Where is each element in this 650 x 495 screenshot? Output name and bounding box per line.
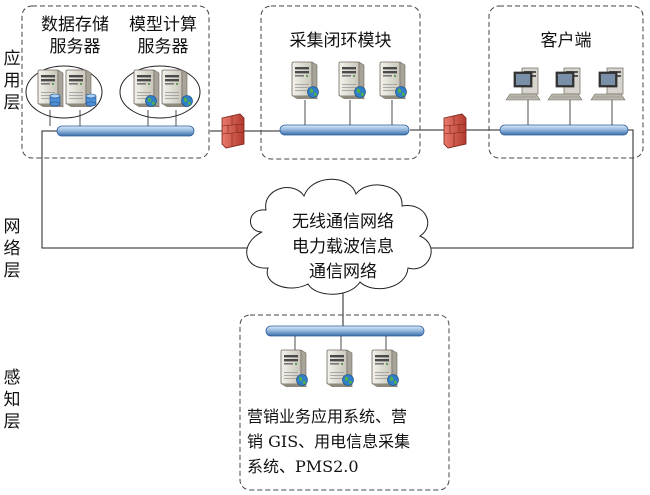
perception-bus <box>265 325 425 337</box>
client-title: 客户端 <box>540 31 592 51</box>
collection-module-box <box>260 5 421 160</box>
model-compute-title: 模型计算 服务器 <box>118 14 208 58</box>
model-compute-line2: 服务器 <box>137 37 189 57</box>
client-workstations <box>505 67 626 101</box>
globe-icon <box>354 86 366 98</box>
collection-servers <box>291 61 407 100</box>
firewall-icon <box>443 113 467 149</box>
layer-label-perception: 感知层 <box>3 368 21 432</box>
storage-servers <box>37 69 97 108</box>
database-icon <box>85 93 97 107</box>
compute-server-group <box>119 65 201 119</box>
network-line1: 无线通信网络 <box>292 212 394 232</box>
workstation-icon <box>547 67 583 101</box>
globe-icon <box>307 86 319 98</box>
globe-icon <box>145 95 157 107</box>
cloud-icon <box>246 178 432 295</box>
client-box <box>488 5 644 159</box>
buses <box>56 124 629 337</box>
model-compute-line1: 模型计算 <box>129 15 197 35</box>
storage-server-group <box>25 65 103 119</box>
globe-icon <box>342 374 354 386</box>
collection-module-title: 采集闭环模块 <box>289 31 392 51</box>
globe-icon <box>395 86 407 98</box>
perception-box <box>239 314 450 491</box>
app-bus-middle <box>279 124 410 136</box>
network-line3: 通信网络 <box>309 262 377 282</box>
network-line2: 电力载波信息 <box>292 237 394 257</box>
storage-compute-box <box>21 5 210 159</box>
app-bus-left <box>56 125 195 137</box>
perception-line3: 系统、PMS2.0 <box>247 457 359 476</box>
globe-icon <box>387 374 399 386</box>
layer-label-network: 网络层 <box>3 217 21 281</box>
compute-servers <box>133 69 193 108</box>
data-storage-line2: 服务器 <box>49 37 101 57</box>
globe-icon <box>181 95 193 107</box>
app-bus-right <box>499 124 629 136</box>
data-storage-title: 数据存储 服务器 <box>30 14 120 58</box>
network-description: 无线通信网络 电力载波信息 通信网络 <box>268 210 418 285</box>
layer-label-application: 应用层 <box>3 49 21 113</box>
dashed-boxes <box>21 5 644 491</box>
firewall-icon <box>221 113 245 149</box>
perception-line2: 销 GIS、用电信息采集 <box>247 432 411 451</box>
workstation-icon <box>590 67 626 101</box>
globe-icon <box>296 374 308 386</box>
data-storage-line1: 数据存储 <box>41 15 109 35</box>
perception-servers <box>280 349 399 388</box>
workstation-icon <box>505 67 541 101</box>
database-icon <box>49 93 61 107</box>
perception-description: 营销业务应用系统、营 销 GIS、用电信息采集 系统、PMS2.0 <box>247 404 410 479</box>
perception-line1: 营销业务应用系统、营 <box>247 407 408 426</box>
drop-lines <box>49 100 613 352</box>
